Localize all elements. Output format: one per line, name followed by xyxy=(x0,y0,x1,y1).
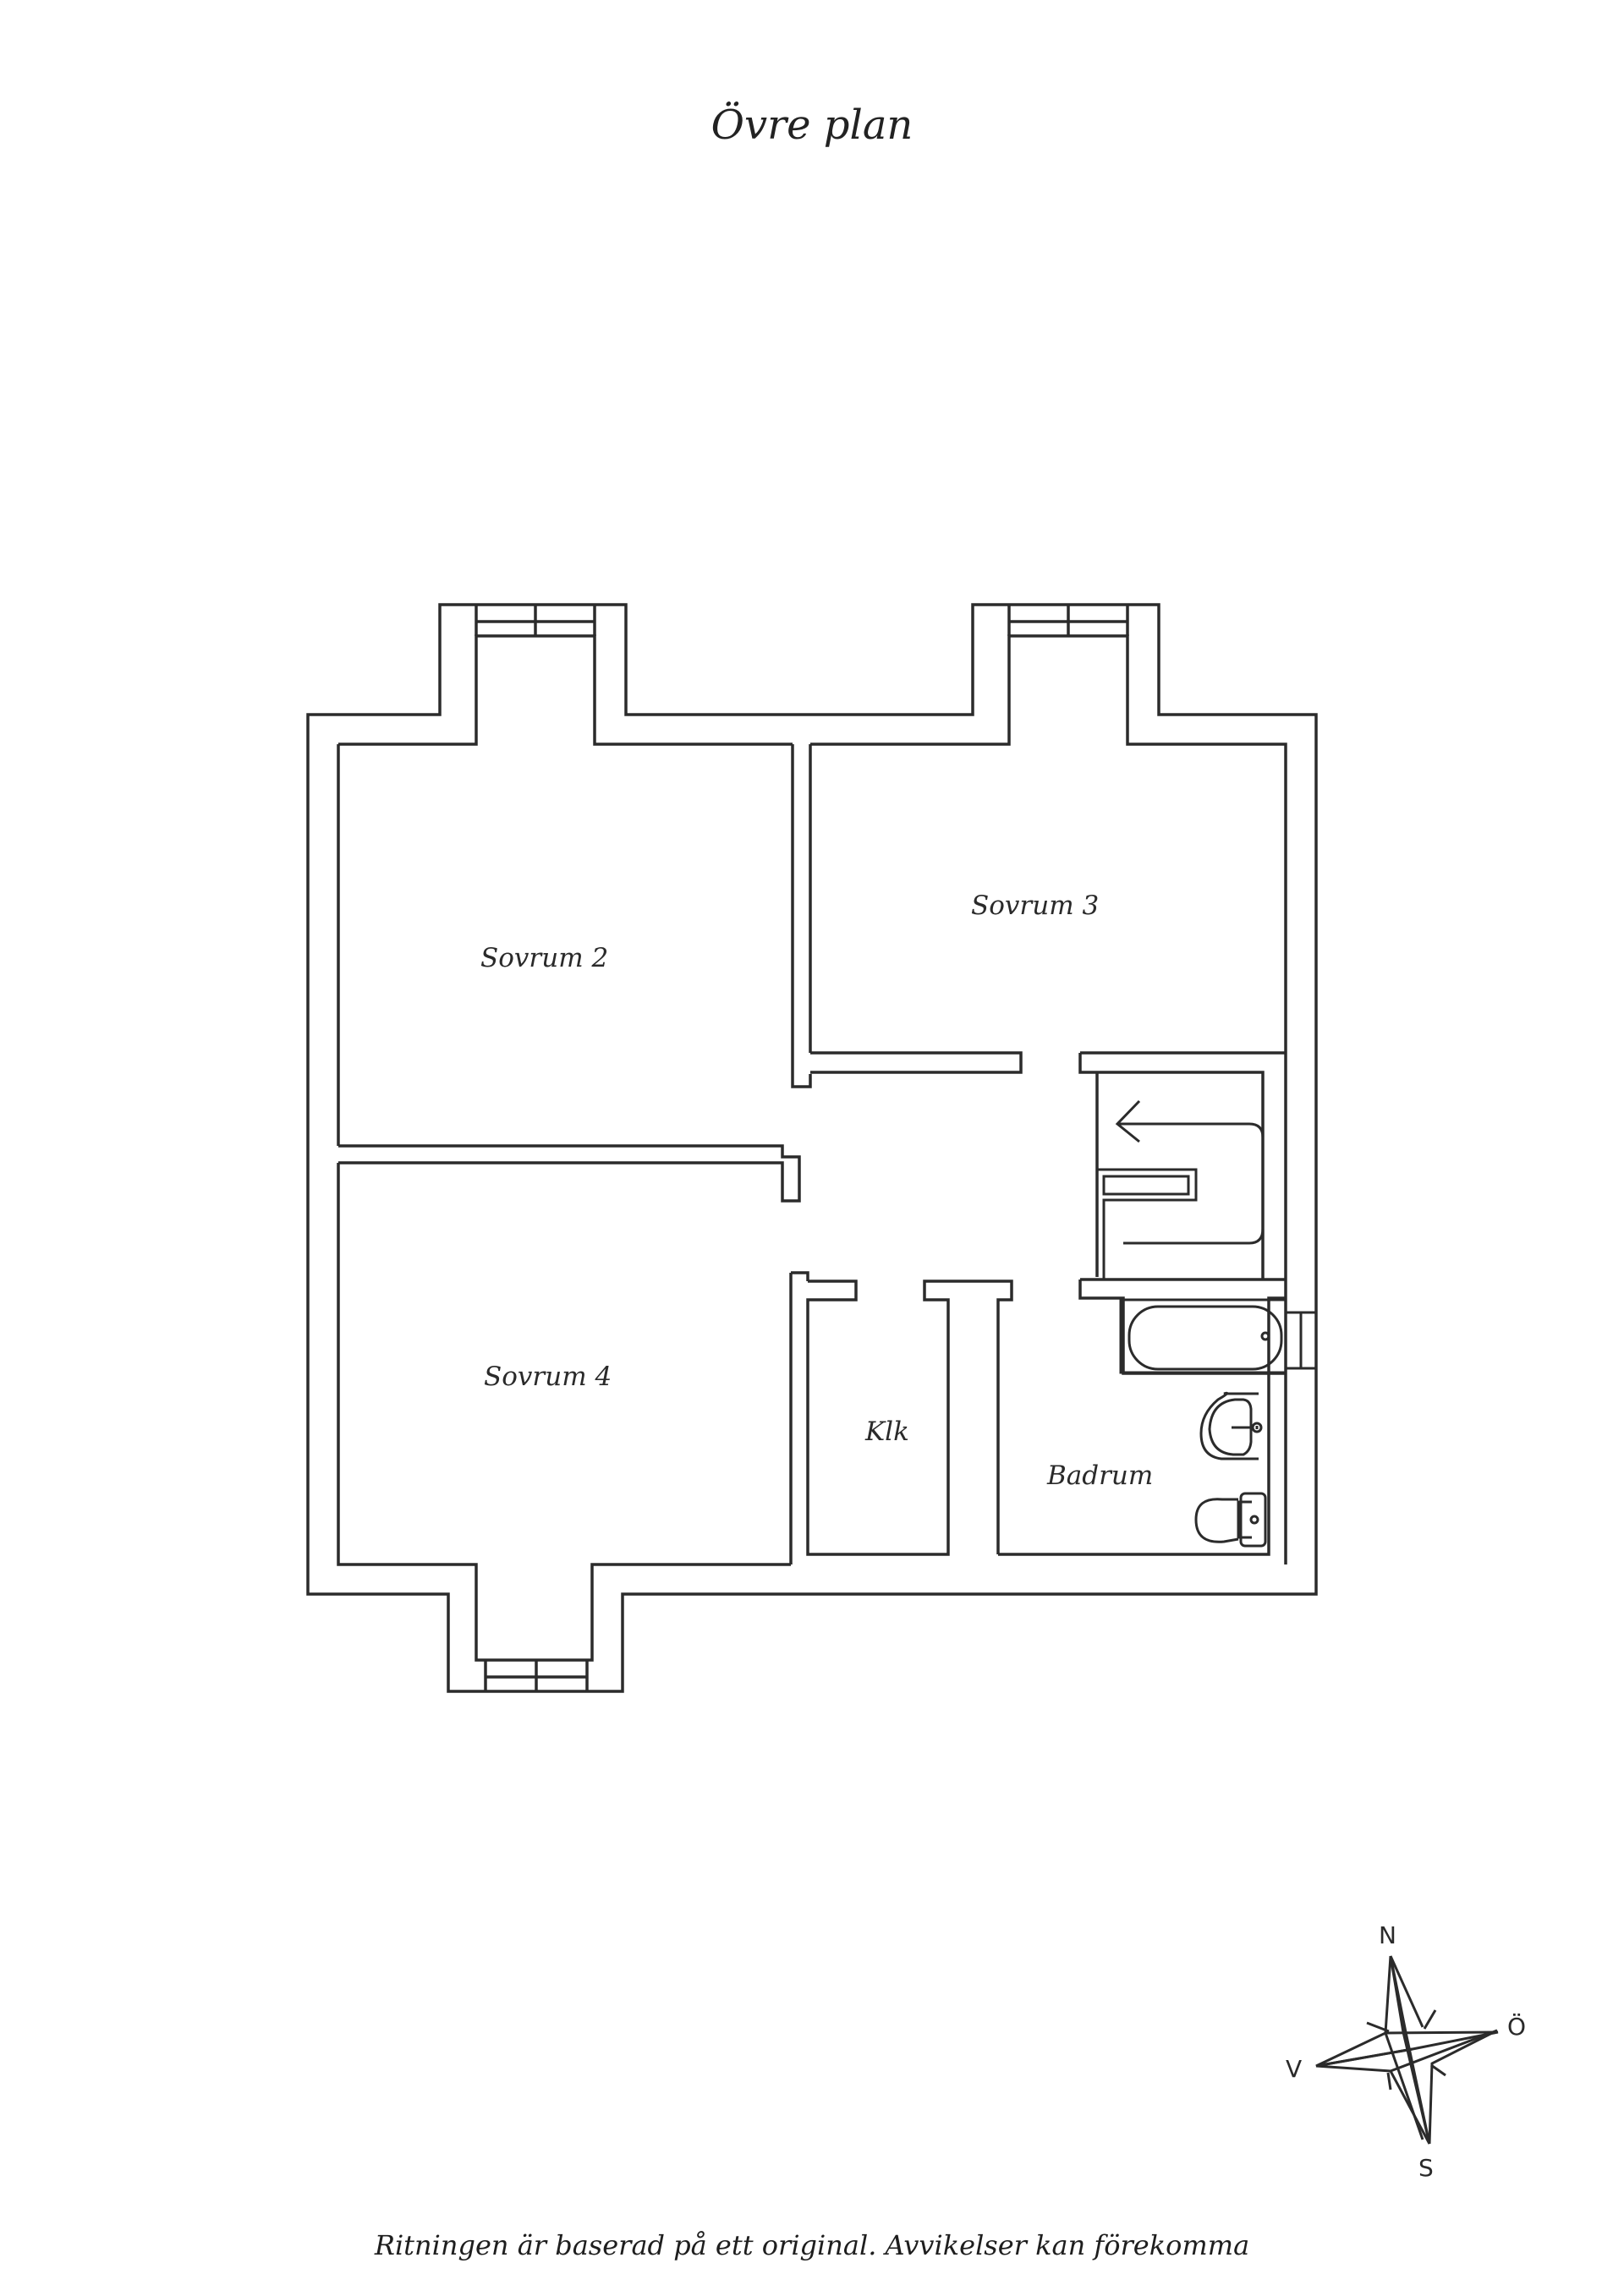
compass-south-label: S xyxy=(1418,2154,1434,2182)
room-label-klk: Klk xyxy=(865,1417,909,1447)
room-label-sovrum-4: Sovrum 4 xyxy=(484,1362,612,1392)
inner-wall xyxy=(338,636,1286,1660)
compass-north-label: N xyxy=(1379,1921,1396,1949)
window-top-left xyxy=(475,605,596,636)
toilet xyxy=(1194,1492,1267,1548)
room-label-sovrum-2: Sovrum 2 xyxy=(480,943,609,973)
window-top-right xyxy=(1007,605,1129,636)
sink xyxy=(1199,1391,1263,1460)
window-bottom xyxy=(484,1660,589,1691)
outer-wall xyxy=(306,603,1318,1693)
floor-title: Övre plan xyxy=(710,101,914,149)
disclaimer-footer: Ritningen är baserad på ett original. Av… xyxy=(374,2229,1250,2261)
compass-east-label: Ö xyxy=(1507,2013,1527,2041)
room-label-sovrum-3: Sovrum 3 xyxy=(971,890,1100,921)
stairs xyxy=(1097,1099,1265,1280)
bathtub xyxy=(1119,1298,1287,1374)
compass-rose xyxy=(1315,1955,1499,2145)
compass-west-label: V xyxy=(1286,2055,1303,2083)
room-label-badrum: Badrum xyxy=(1047,1460,1154,1491)
